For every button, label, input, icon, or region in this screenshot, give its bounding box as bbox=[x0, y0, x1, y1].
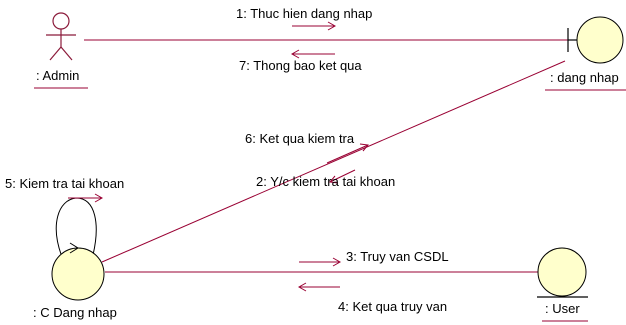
boundary-object[interactable] bbox=[567, 16, 624, 64]
link-boundary-control bbox=[101, 60, 566, 263]
message-7-label: 7: Thong bao ket qua bbox=[239, 58, 362, 73]
message-1-label: 1: Thuc hien dang nhap bbox=[236, 6, 372, 21]
message-5-label: 5: Kiem tra tai khoan bbox=[5, 176, 124, 191]
admin-label: : Admin bbox=[36, 68, 79, 83]
message-2-arrow bbox=[329, 169, 356, 184]
message-6-arrow bbox=[326, 143, 369, 164]
message-2-label: 2: Y/c kiem tra tai khoan bbox=[256, 174, 395, 189]
message-5-arrow bbox=[68, 193, 104, 203]
control-object[interactable] bbox=[51, 242, 105, 301]
admin-actor[interactable] bbox=[46, 12, 76, 61]
message-4-label: 4: Ket qua truy van bbox=[338, 299, 447, 314]
boundary-label: : dang nhap bbox=[550, 70, 619, 85]
message-1-arrow bbox=[292, 21, 337, 31]
message-6-label: 6: Ket qua kiem tra bbox=[245, 131, 355, 146]
message-4-arrow bbox=[297, 282, 340, 292]
message-3-arrow bbox=[299, 257, 342, 267]
message-7-arrow bbox=[290, 49, 335, 59]
control-label: : C Dang nhap bbox=[33, 305, 117, 320]
user-label: : User bbox=[545, 301, 580, 316]
message-3-label: 3: Truy van CSDL bbox=[346, 249, 449, 264]
user-entity[interactable] bbox=[537, 247, 588, 298]
